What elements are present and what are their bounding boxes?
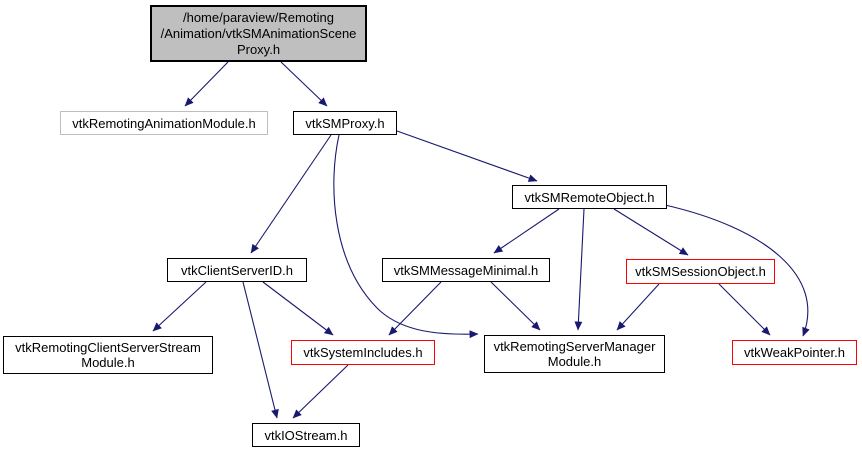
node-vtkRemotingAnimationModule: vtkRemotingAnimationModule.h	[60, 111, 268, 135]
edge-vtkClientServerID-to-vtkRemotingClientServerStreamModule	[152, 281, 207, 332]
edge-vtkClientServerID-to-vtkSystemIncludes	[262, 281, 334, 336]
node-vtkSMRemoteObject[interactable]: vtkSMRemoteObject.h	[512, 185, 667, 209]
node-vtkSystemIncludes[interactable]: vtkSystemIncludes.h	[291, 340, 435, 365]
node-vtkSMSessionObject[interactable]: vtkSMSessionObject.h	[626, 259, 775, 284]
edge-vtkSMRemoteObject-to-vtkWeakPointer	[664, 204, 810, 337]
edge-vtkSMProxy-to-vtkSMRemoteObject	[396, 130, 538, 182]
edge-vtkSMRemoteObject-to-vtkSMSessionObject	[613, 208, 689, 256]
edge-vtkSMSessionObject-to-vtkRemotingServerManagerModule	[616, 283, 660, 331]
edge-vtkSMSessionObject-to-vtkWeakPointer	[718, 283, 771, 336]
node-vtkRemotingServerManagerModule[interactable]: vtkRemotingServerManager Module.h	[484, 335, 665, 373]
edge-root-to-vtkSMProxy	[280, 61, 328, 107]
edge-vtkSMRemoteObject-to-vtkSMMessageMinimal	[493, 208, 560, 254]
edge-vtkSMMessageMinimal-to-vtkRemotingServerManagerModule	[490, 281, 541, 331]
edge-vtkSMMessageMinimal-to-vtkSystemIncludes	[388, 281, 442, 336]
edge-vtkSMProxy-to-vtkRemotingServerManagerModule	[333, 134, 479, 339]
node-root-file: /home/paraview/Remoting /Animation/vtkSM…	[150, 5, 367, 62]
node-vtkClientServerID[interactable]: vtkClientServerID.h	[167, 258, 307, 282]
node-vtkWeakPointer[interactable]: vtkWeakPointer.h	[732, 340, 857, 365]
edge-vtkSMProxy-to-vtkClientServerID	[250, 134, 332, 254]
node-vtkSMMessageMinimal[interactable]: vtkSMMessageMinimal.h	[382, 258, 550, 282]
edge-vtkSystemIncludes-to-vtkIOStream	[292, 364, 349, 419]
edge-root-to-vtkRemotingAnimationModule	[184, 61, 229, 107]
node-vtkIOStream[interactable]: vtkIOStream.h	[252, 423, 360, 447]
edge-vtkClientServerID-to-vtkIOStream	[242, 281, 279, 419]
node-vtkSMProxy[interactable]: vtkSMProxy.h	[293, 111, 397, 135]
edge-vtkSMRemoteObject-to-vtkRemotingServerManagerModule	[574, 208, 585, 331]
node-vtkRemotingClientServerStreamModule[interactable]: vtkRemotingClientServerStream Module.h	[3, 336, 213, 374]
